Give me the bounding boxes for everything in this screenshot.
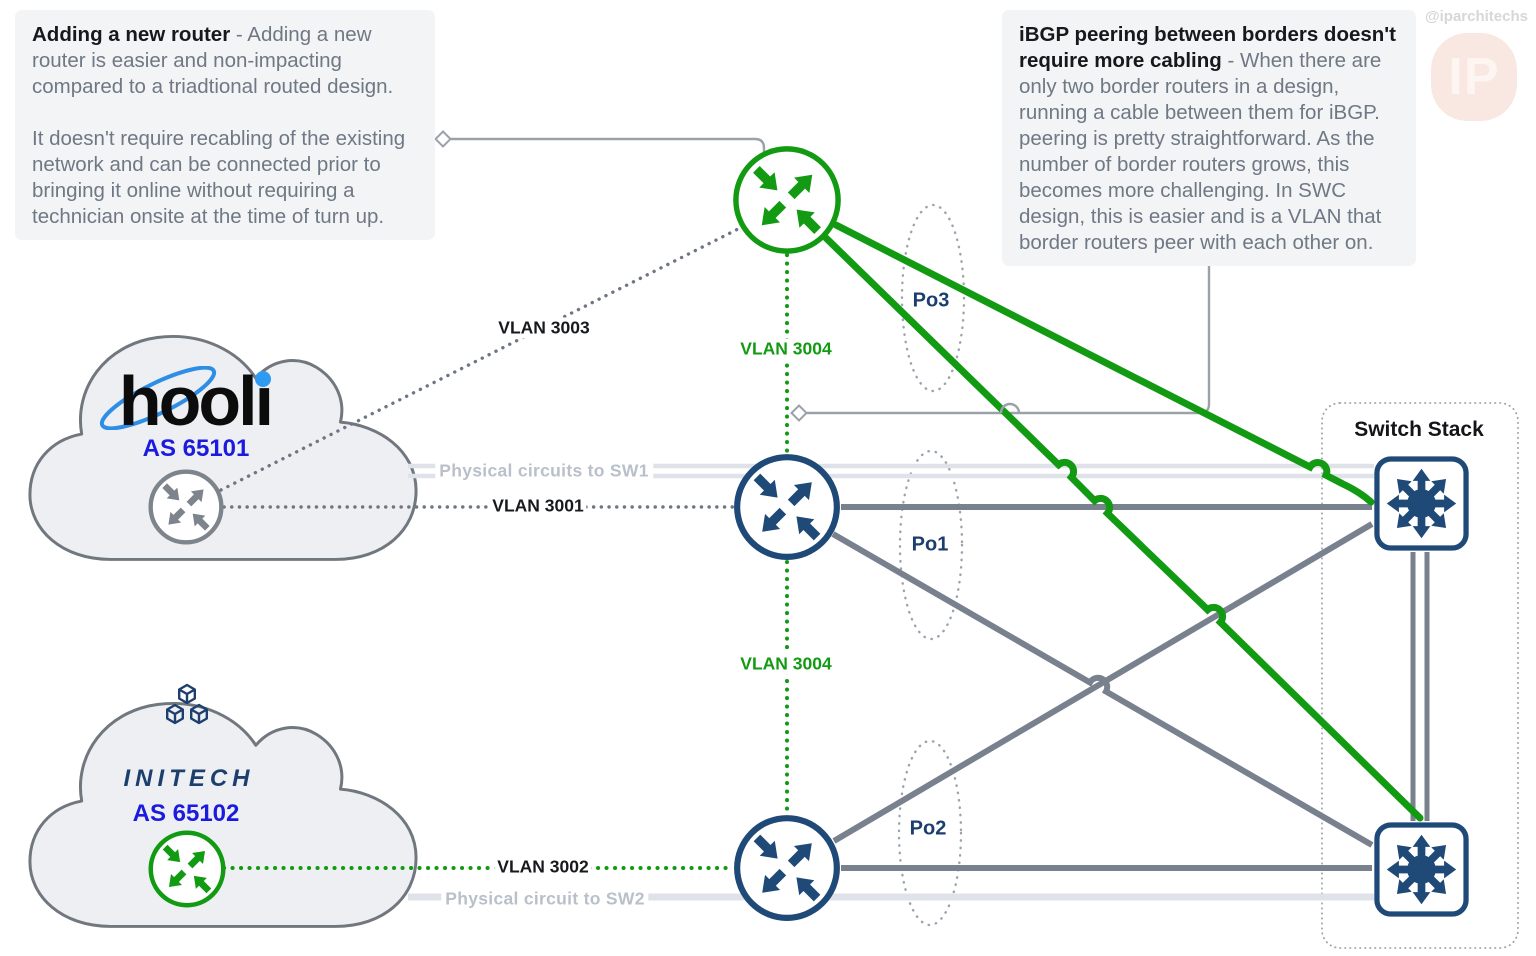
router-border1-icon bbox=[734, 454, 840, 560]
router-border2-icon bbox=[734, 815, 840, 921]
link-vlan3003-dotted bbox=[219, 226, 742, 492]
label-vlan-3003: VLAN 3003 bbox=[495, 317, 593, 339]
callout-adding-router-lead: Adding a new router is easier and non-im… bbox=[32, 23, 394, 98]
iparchitechs-logo: IP bbox=[1431, 33, 1517, 121]
router-hooli-icon bbox=[148, 469, 224, 545]
as-number-hooli: AS 65101 bbox=[142, 435, 250, 462]
po2-group-ellipse bbox=[897, 739, 963, 927]
label-vlan-3004-top: VLAN 3004 bbox=[737, 338, 835, 360]
watermark-handle: @iparchitechs bbox=[1425, 8, 1528, 25]
iparchitechs-logo-text: IP bbox=[1448, 48, 1500, 106]
callout-connector-right-diamond bbox=[790, 404, 808, 422]
callout-ibgp-peering-body: When there are only two border routers i… bbox=[1019, 49, 1382, 254]
callout-adding-router-title: Adding a new router bbox=[32, 23, 231, 46]
label-vlan-3004-bottom: VLAN 3004 bbox=[737, 653, 835, 675]
callout-adding-router-body: It doesn't require recabling of the exis… bbox=[32, 127, 406, 228]
label-po3: Po3 bbox=[912, 289, 950, 312]
label-vlan-3001: VLAN 3001 bbox=[489, 495, 587, 517]
callout-ibgp-peering: iBGP peering between borders doesn't req… bbox=[1002, 10, 1416, 266]
router-new-border-icon bbox=[733, 146, 841, 254]
callout-connector-right bbox=[807, 265, 1211, 415]
label-physical-circuit-sw2: Physical circuit to SW2 bbox=[441, 888, 649, 910]
label-physical-circuits-sw1: Physical circuits to SW1 bbox=[435, 460, 653, 482]
as-number-initech: AS 65102 bbox=[132, 800, 240, 827]
label-po2: Po2 bbox=[909, 817, 947, 840]
callout-ibgp-peering-title: iBGP peering between borders doesn't req… bbox=[1019, 23, 1396, 72]
callout-connector-left bbox=[451, 137, 766, 152]
po1-group-ellipse bbox=[898, 449, 964, 641]
initech-logo: INITECH bbox=[123, 765, 255, 792]
label-po1: Po1 bbox=[911, 533, 949, 556]
link-green-newrouter-sw2 bbox=[822, 234, 1424, 822]
callout-connector-left-diamond bbox=[434, 130, 452, 148]
hooli-logo-dot-icon bbox=[255, 371, 271, 387]
router-initech-icon bbox=[148, 830, 226, 908]
callout-connector-right-hop bbox=[999, 402, 1021, 414]
callout-adding-router-para1: Adding a new router - Adding a new route… bbox=[32, 23, 394, 98]
label-vlan-3002: VLAN 3002 bbox=[494, 856, 592, 878]
callout-ibgp-peering-para: iBGP peering between borders doesn't req… bbox=[1019, 23, 1396, 254]
switch-stack-boundary bbox=[1321, 402, 1519, 949]
initech-cubes-icon bbox=[166, 683, 208, 725]
hooli-swoosh-icon bbox=[99, 366, 217, 430]
link-green-newrouter-sw1 bbox=[832, 221, 1375, 506]
hooli-logo: hooli bbox=[118, 362, 274, 440]
po3-group-ellipse bbox=[900, 203, 966, 393]
switch-stack-title: Switch Stack bbox=[1354, 418, 1484, 441]
link-border1-sw2 bbox=[831, 531, 1374, 848]
initech-cloud-shape bbox=[28, 702, 418, 928]
switch-sw2-icon bbox=[1374, 822, 1469, 917]
callout-adding-router: Adding a new router - Adding a new route… bbox=[15, 10, 435, 240]
switch-sw1-icon bbox=[1374, 456, 1469, 551]
